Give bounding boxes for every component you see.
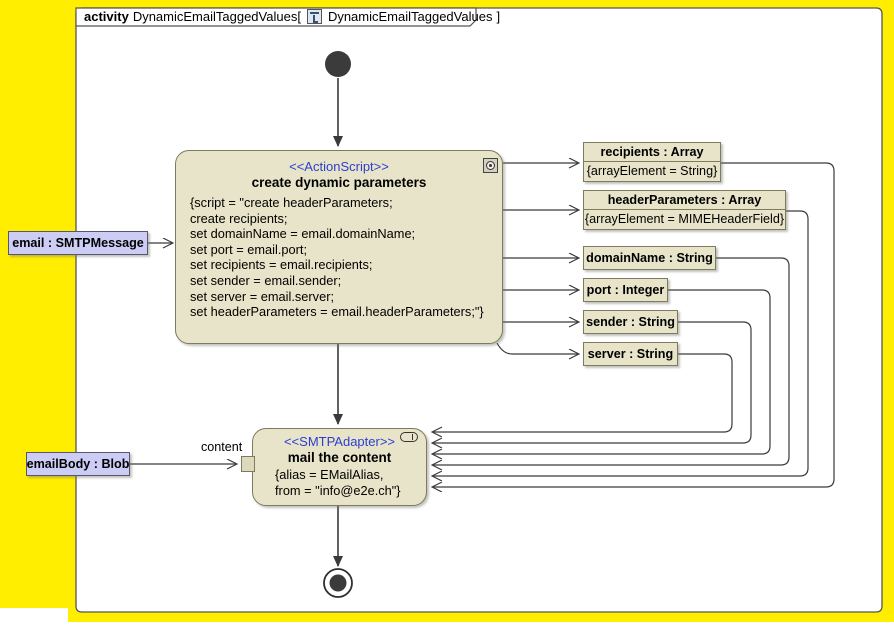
output-pin-recipients-title: recipients : Array (600, 145, 704, 159)
output-pin-port-title: port : Integer (586, 283, 665, 297)
frame-inner-name: DynamicEmailTaggedValues (327, 9, 493, 24)
object-node-emailbody[interactable]: emailBody : Blob (26, 452, 130, 476)
create-parameters-body: {script = "create headerParameters; crea… (190, 195, 484, 320)
output-pin-flows (496, 163, 578, 354)
activity-final-node (323, 568, 353, 598)
input-pin-content[interactable] (241, 456, 255, 472)
mail-content-stereotype: <<SMTPAdapter>> (283, 434, 396, 449)
adapter-icon-bar (412, 434, 413, 440)
edge-label-content: content (201, 440, 243, 454)
output-pin-domainname-title: domainName : String (586, 251, 713, 265)
pin-to-mail-flows (433, 162, 835, 487)
output-pin-server-title: server : String (587, 347, 674, 361)
output-pin-headerparameters-title: headerParameters : Array (607, 193, 762, 207)
object-node-email-label: email : SMTPMessage (12, 236, 144, 250)
output-pin-sender[interactable]: sender : String (583, 310, 678, 334)
output-pin-headerparameters-prop: {arrayElement = MIMEHeaderField} (584, 209, 785, 228)
output-pin-recipients-prop: {arrayElement = String} (584, 161, 720, 180)
diagram-icon (306, 9, 322, 24)
object-node-emailbody-label: emailBody : Blob (26, 457, 130, 471)
action-node-create-parameters[interactable]: <<ActionScript>> create dynamic paramete… (175, 150, 503, 344)
output-pin-port[interactable]: port : Integer (583, 278, 668, 302)
script-icon (483, 158, 498, 173)
output-pin-server[interactable]: server : String (583, 342, 678, 366)
output-pin-sender-title: sender : String (586, 315, 675, 329)
output-pin-recipients[interactable]: recipients : Array {arrayElement = Strin… (583, 142, 721, 182)
control-flow-edges (323, 51, 353, 598)
script-icon-dot (489, 164, 492, 167)
frame-label: activity DynamicEmailTaggedValues[ Dynam… (78, 6, 506, 26)
mail-content-title: mail the content (287, 450, 392, 465)
create-parameters-stereotype: <<ActionScript>> (289, 159, 389, 174)
frame-bracket: ] (496, 9, 501, 24)
initial-node (325, 51, 351, 77)
input-object-flows (130, 243, 236, 464)
frame-keyword: activity (84, 9, 129, 24)
frame-name: DynamicEmailTaggedValues[ (132, 9, 301, 24)
mail-content-body: {alias = EMailAlias, from = "info@e2e.ch… (275, 467, 401, 498)
object-node-email[interactable]: email : SMTPMessage (8, 231, 148, 255)
adapter-icon (400, 432, 418, 442)
output-pin-headerparameters[interactable]: headerParameters : Array {arrayElement =… (583, 190, 786, 230)
create-parameters-title: create dynamic parameters (251, 175, 427, 190)
action-node-mail-content[interactable]: <<SMTPAdapter>> mail the content {alias … (252, 428, 427, 506)
output-pin-domainname[interactable]: domainName : String (583, 246, 716, 270)
